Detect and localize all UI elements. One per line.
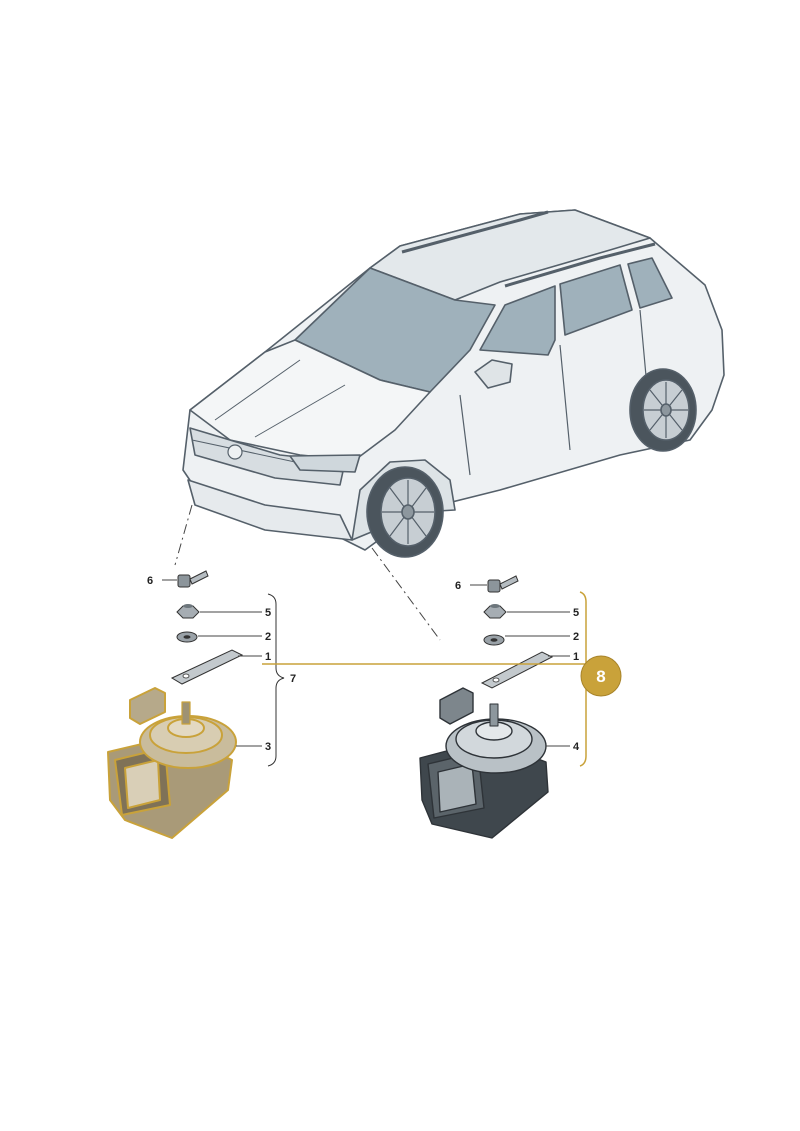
horn-high-tone-icon	[107, 687, 237, 839]
front-side-window	[479, 285, 556, 356]
hood	[189, 339, 431, 461]
right-hardware-group: 6 5 2 1	[419, 575, 587, 839]
hood-line	[214, 359, 346, 438]
car-illustration	[182, 209, 725, 558]
horn-low-tone-icon	[419, 687, 549, 839]
bolt-icon	[177, 570, 209, 588]
label-nut: 5	[573, 607, 579, 619]
leader-left	[174, 504, 193, 566]
bolt-icon	[487, 575, 519, 593]
nut-icon	[483, 604, 507, 619]
label-bracket: 1	[573, 651, 579, 663]
label-bolt: 6	[455, 580, 461, 592]
callout-badge	[580, 655, 622, 697]
label-washer: 2	[265, 631, 271, 643]
left-hardware-group: 6 5 2 1	[107, 570, 296, 839]
callout-number: 8	[596, 667, 605, 686]
label-washer: 2	[573, 631, 579, 643]
label-assembly: 7	[290, 673, 296, 685]
roof-rail	[401, 210, 549, 254]
label-horn-3: 3	[265, 741, 271, 753]
leader-right	[371, 547, 441, 641]
nut-icon	[176, 604, 200, 619]
label-bracket: 1	[265, 651, 271, 663]
label-bolt: 6	[147, 575, 153, 587]
washer-icon	[483, 634, 505, 646]
car-roof	[369, 209, 651, 301]
washer-icon	[176, 631, 198, 643]
front-wheel	[366, 466, 444, 558]
assembly-brace	[267, 593, 285, 767]
label-nut: 5	[265, 607, 271, 619]
headlight	[289, 454, 361, 473]
side-mirror	[474, 359, 513, 389]
quarter-window	[627, 257, 673, 309]
bracket-icon	[480, 651, 554, 689]
roof-rail	[504, 242, 656, 288]
vw-emblem	[227, 444, 243, 460]
rear-side-window	[559, 264, 633, 336]
label-horn-4: 4	[573, 741, 580, 753]
rear-wheel	[629, 368, 697, 452]
bracket-icon	[170, 649, 244, 685]
